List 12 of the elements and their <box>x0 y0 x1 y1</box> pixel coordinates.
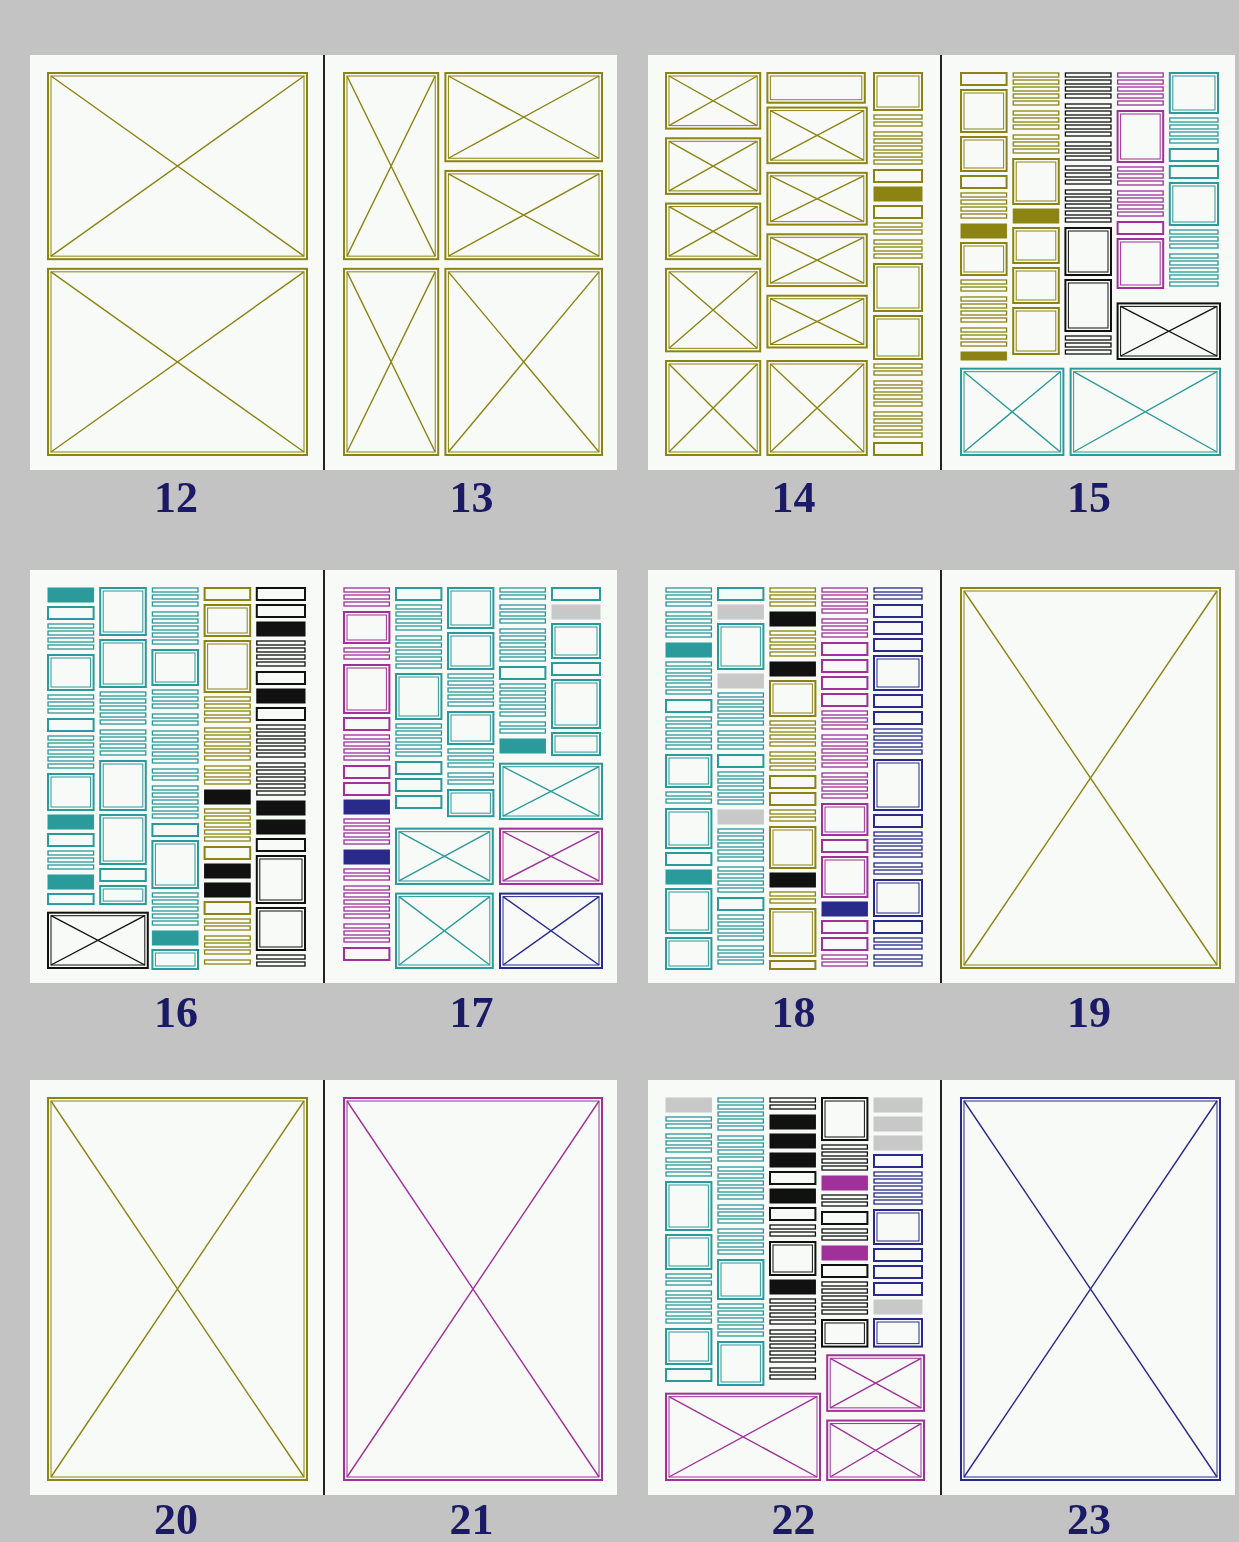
page-number: 20 <box>153 1498 199 1542</box>
page-number: 21 <box>448 1498 495 1542</box>
page-number: 14 <box>770 476 817 520</box>
page-number: 19 <box>1066 991 1112 1035</box>
page-number: 12 <box>153 476 199 520</box>
page-number: 17 <box>448 991 495 1035</box>
page-number: 23 <box>1066 1498 1112 1542</box>
page-number: 16 <box>153 991 199 1035</box>
page-number: 22 <box>770 1498 817 1542</box>
page-number: 13 <box>448 476 495 520</box>
page-number: 15 <box>1066 476 1112 520</box>
page-number: 18 <box>770 991 817 1035</box>
